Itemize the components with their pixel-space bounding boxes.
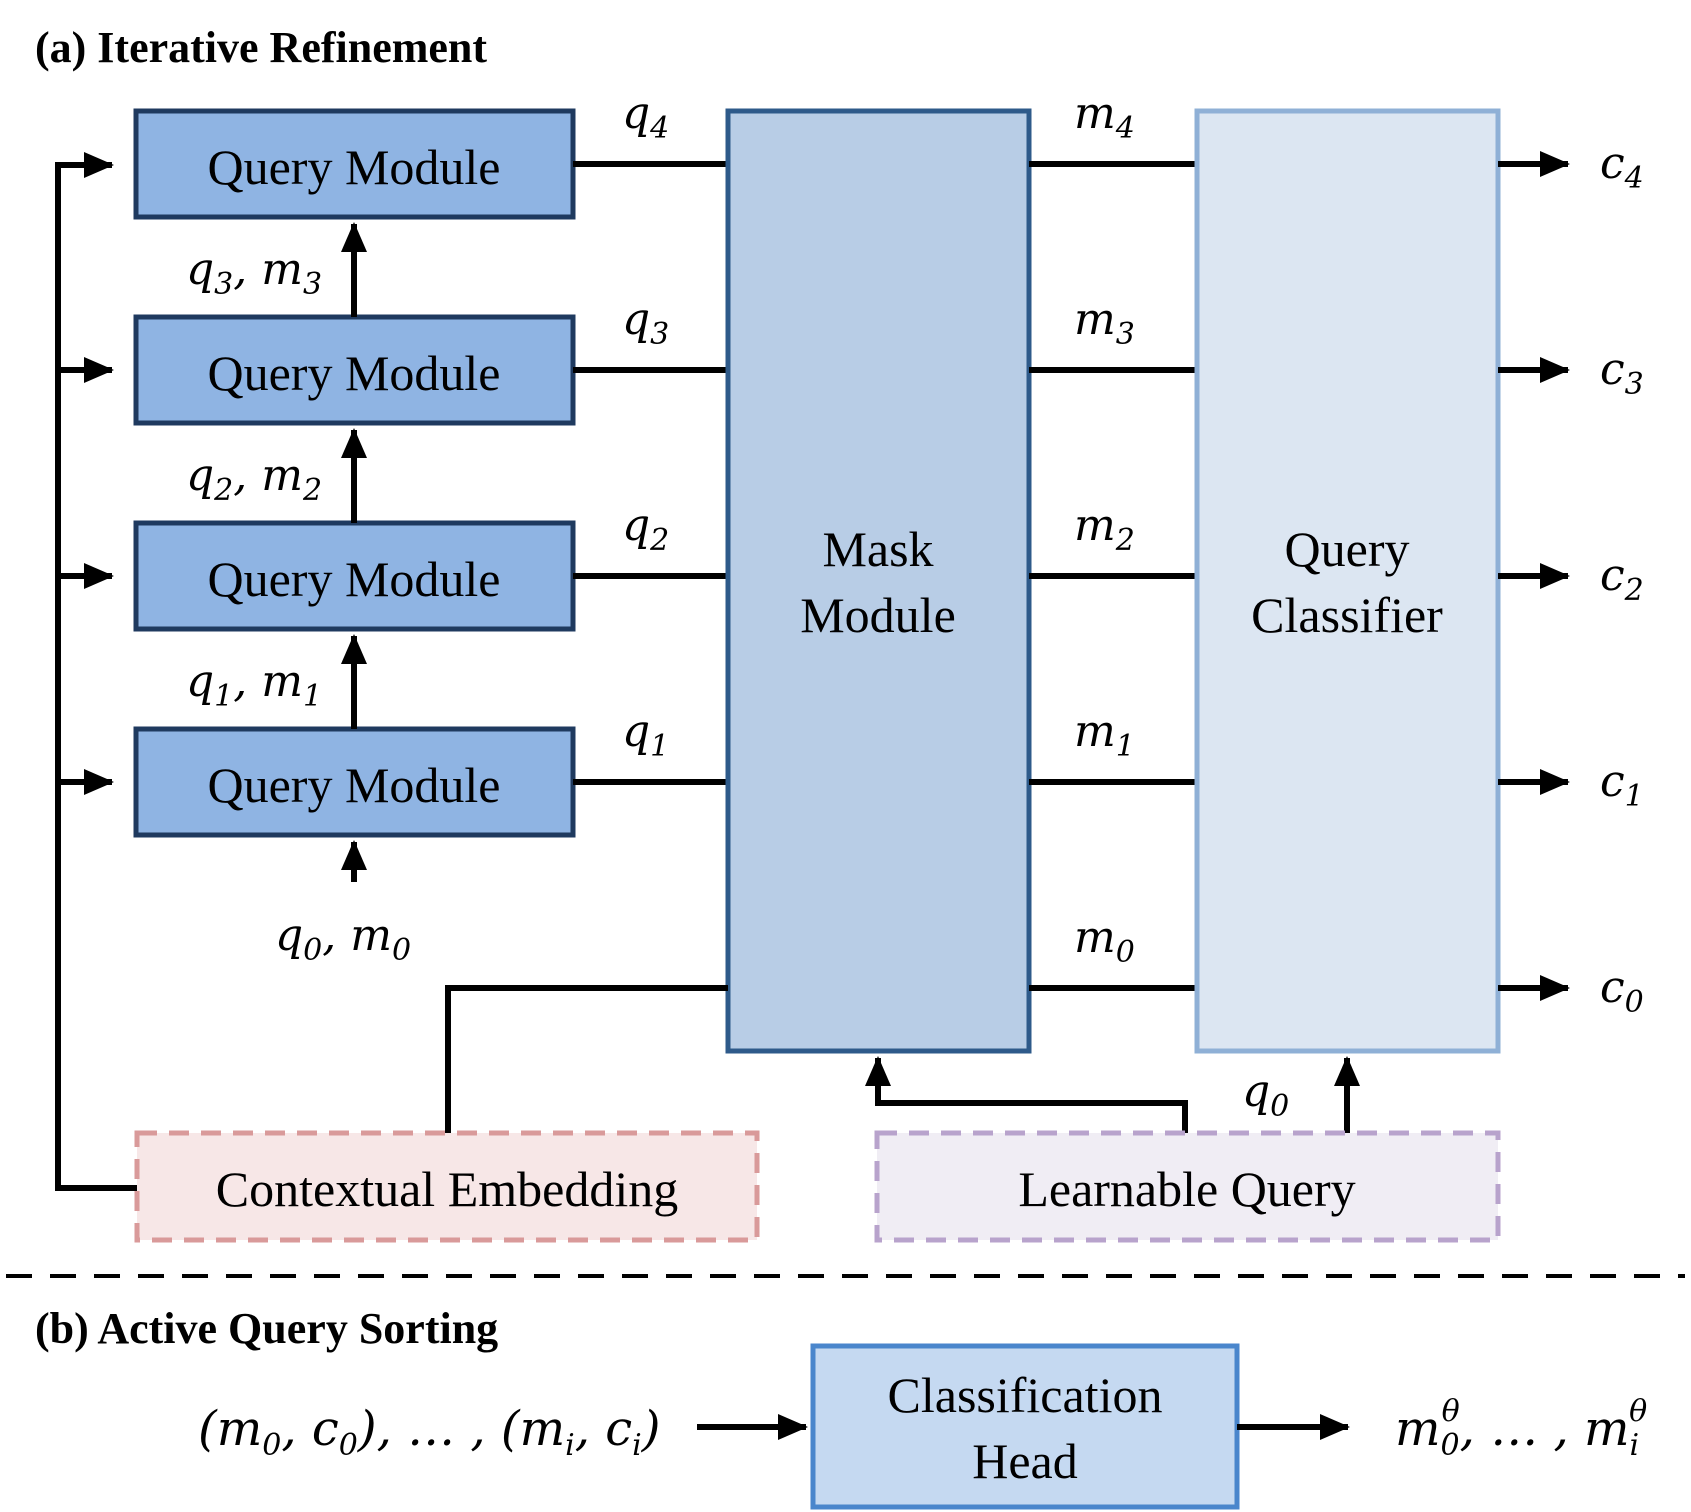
query-module-3: Query Module — [133, 314, 576, 426]
query-module-label: Query Module — [208, 139, 501, 195]
classification-head-label-line2: Head — [972, 1433, 1078, 1489]
query-classifier-label-line1: Query — [1285, 521, 1410, 577]
label-q3-m3: q3, m3 — [186, 244, 322, 302]
query-classifier: Query Classifier — [1194, 108, 1501, 1054]
query-module-1: Query Module — [133, 726, 576, 838]
label-q1-m1: q1, m1 — [186, 656, 322, 714]
learnable-query-to-mask-arrow — [865, 1056, 1188, 1133]
label-m1: m1 — [1074, 706, 1135, 764]
label-m2: m2 — [1074, 500, 1135, 558]
label-c1: c1 — [1600, 756, 1644, 814]
query-module-label: Query Module — [208, 551, 501, 607]
contextual-embedding-label: Contextual Embedding — [216, 1161, 678, 1217]
label-c4: c4 — [1600, 138, 1644, 196]
sorting-output: m0θ, … , miθ — [1395, 1394, 1647, 1463]
mask-module-label-line1: Mask — [822, 521, 933, 577]
classification-head: Classification Head — [810, 1343, 1240, 1510]
query-module-2: Query Module — [133, 520, 576, 632]
section-b-title: (b) Active Query Sorting — [35, 1304, 498, 1353]
label-q0-learnable: q0 — [1242, 1066, 1289, 1124]
classification-head-label-line1: Classification — [888, 1367, 1163, 1423]
learnable-query: Learnable Query — [874, 1130, 1501, 1243]
label-c3: c3 — [1600, 344, 1644, 402]
query-module-4: Query Module — [133, 108, 576, 220]
query-module-label: Query Module — [208, 757, 501, 813]
label-m4: m4 — [1074, 88, 1135, 146]
learnable-query-label: Learnable Query — [1018, 1161, 1355, 1217]
contextual-embedding: Contextual Embedding — [134, 1130, 760, 1243]
query-classifier-label-line2: Classifier — [1251, 587, 1443, 643]
label-q1: q1 — [622, 706, 669, 764]
label-c2: c2 — [1600, 550, 1644, 608]
mask-to-classifier-lines — [1029, 161, 1197, 991]
label-q2: q2 — [622, 500, 669, 558]
label-c0: c0 — [1600, 962, 1644, 1020]
sorting-input: (m0, c0), … , (mi, ci) — [198, 1401, 660, 1463]
label-q0-m0: q0, m0 — [275, 910, 411, 968]
label-q3: q3 — [622, 294, 669, 352]
label-m3: m3 — [1074, 294, 1135, 352]
label-q2-m2: q2, m2 — [186, 450, 322, 508]
query-module-label: Query Module — [208, 345, 501, 401]
section-a-title: (a) Iterative Refinement — [35, 23, 487, 72]
label-m0: m0 — [1074, 912, 1135, 970]
classifier-output-arrows — [1498, 151, 1570, 1001]
query-to-mask-lines — [573, 161, 728, 785]
context-to-mask-line — [445, 985, 728, 1133]
label-q4: q4 — [622, 88, 669, 146]
mask-module: Mask Module — [725, 108, 1032, 1054]
context-feedback-lines — [55, 152, 140, 1191]
mask-module-label-line2: Module — [800, 587, 956, 643]
